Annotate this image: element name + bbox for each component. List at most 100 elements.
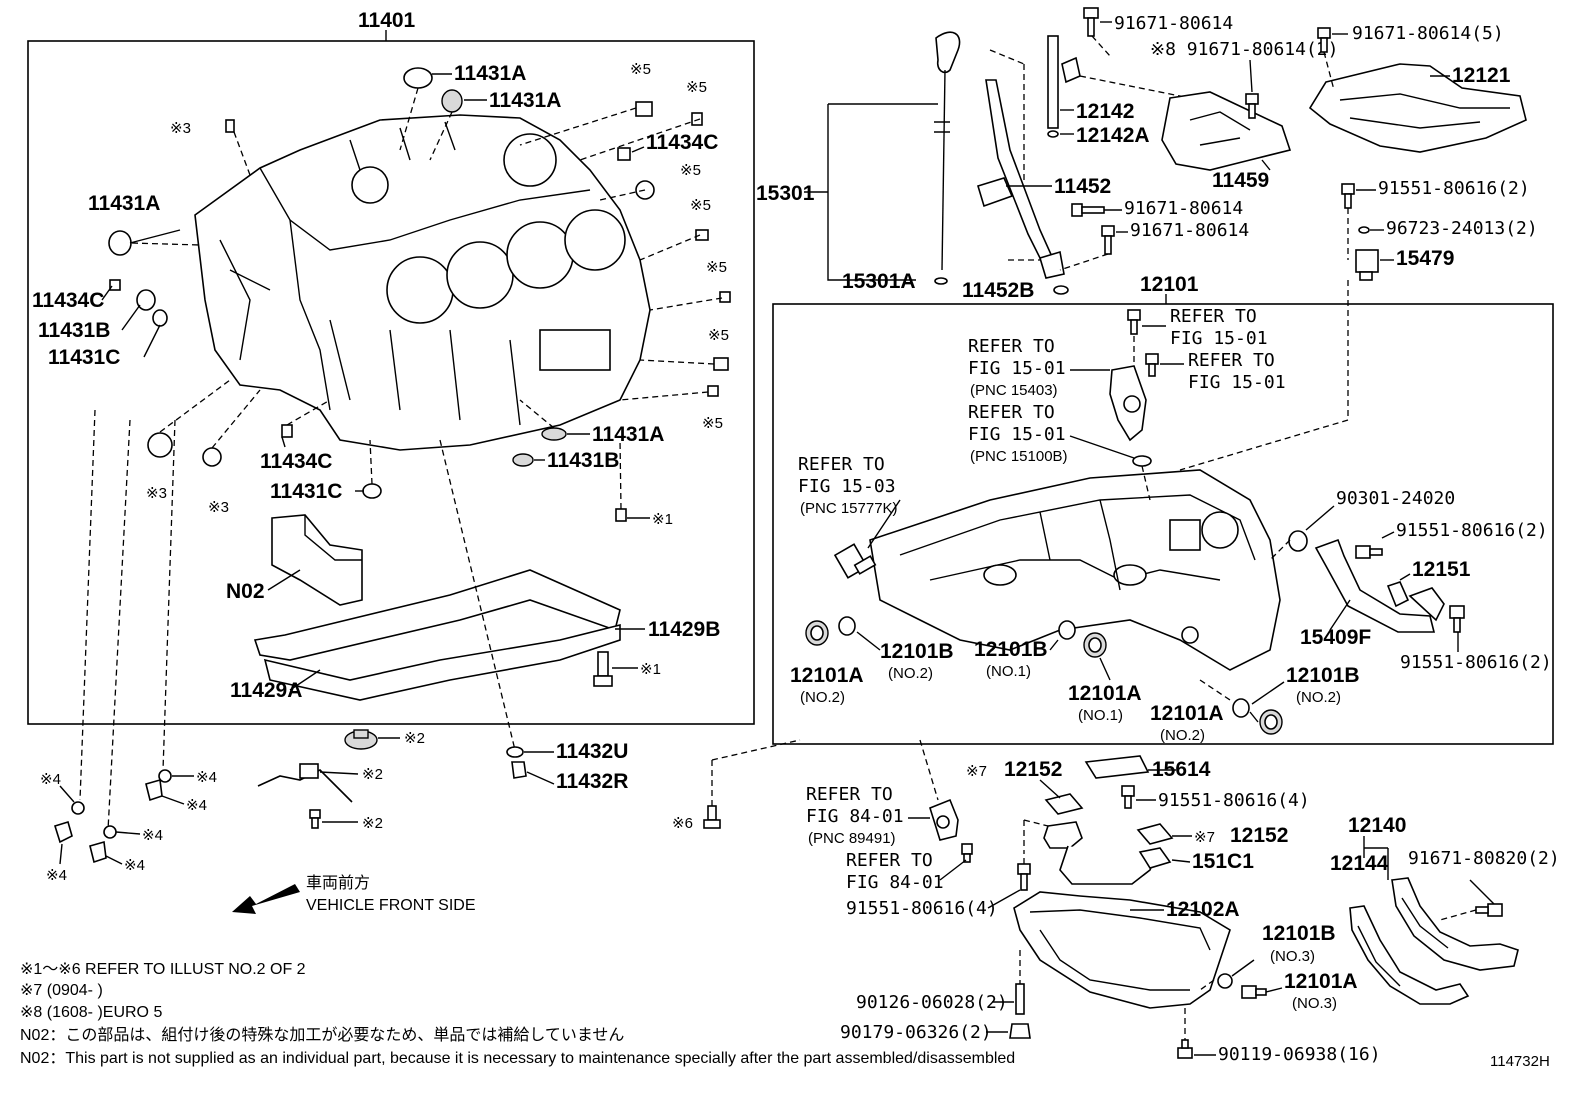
nut-s4-a[interactable] [53, 820, 73, 844]
label-91551-80616-b[interactable]: 91551-80616(2) [1396, 520, 1548, 541]
bolt-91671-guide-b[interactable] [1101, 225, 1115, 255]
bolt-s1-block[interactable] [593, 651, 613, 687]
label-91671-80614-a[interactable]: 91671-80614 [1114, 13, 1233, 34]
baffle-12144[interactable] [1349, 905, 1470, 1005]
plug-11431C-left[interactable] [152, 309, 168, 327]
plug-s5-g[interactable] [707, 385, 719, 397]
label-11452[interactable]: 11452 [1054, 175, 1111, 198]
plate-12121[interactable] [1308, 63, 1527, 153]
bolt-91671-guide-a[interactable] [1071, 203, 1105, 217]
label-N02[interactable]: N02 [226, 580, 265, 603]
label-12102A[interactable]: 12102A [1166, 898, 1240, 921]
plug-12101A-no2-a[interactable] [805, 620, 829, 646]
label-91671-80614-b[interactable]: 91671-80614 [1124, 198, 1243, 219]
nut-s4-b[interactable] [145, 778, 163, 802]
label-12151[interactable]: 12151 [1412, 558, 1471, 581]
plug-11431C-bottom[interactable] [362, 483, 382, 499]
plug-s5-d[interactable] [695, 229, 709, 241]
label-90301-24020[interactable]: 90301-24020 [1336, 488, 1455, 509]
label-12121[interactable]: 12121 [1452, 64, 1511, 87]
oil-level-sensor-ref[interactable] [929, 798, 959, 841]
stud-90126[interactable] [1015, 983, 1025, 1015]
label-90126-06028[interactable]: 90126-06028(2) [856, 992, 1008, 1013]
label-11432R[interactable]: 11432R [556, 770, 628, 793]
bolt-91551-hose-b[interactable] [1449, 605, 1465, 633]
gasket-11432U[interactable] [506, 746, 524, 758]
gasket-12151[interactable] [1386, 581, 1410, 608]
label-91551-80616-a[interactable]: 91551-80616(2) [1378, 178, 1530, 199]
oring-96723[interactable] [1358, 226, 1370, 234]
label-12101[interactable]: 12101 [1140, 273, 1199, 296]
dipstick-guide-11452[interactable] [977, 79, 1065, 279]
label-91551-80616-c[interactable]: 91551-80616(2) [1400, 652, 1552, 673]
label-12142[interactable]: 12142 [1076, 100, 1134, 123]
label-12101B-3[interactable]: 12101B [1286, 664, 1360, 687]
nut-s4-c[interactable] [89, 840, 107, 864]
sensor-15479[interactable] [1355, 249, 1379, 281]
seal-11431A[interactable] [441, 89, 463, 113]
oring-11452B[interactable] [1053, 285, 1069, 295]
plug-12101A-no3[interactable] [1241, 985, 1267, 999]
dipstick-15301A[interactable] [934, 31, 961, 285]
label-90179-06326[interactable]: 90179-06326(2) [840, 1022, 992, 1043]
bolt-ref-84-01[interactable] [961, 843, 973, 863]
gasket-90301[interactable] [1288, 530, 1308, 552]
bolt-90119[interactable] [1177, 1039, 1193, 1059]
label-15614[interactable]: 15614 [1152, 758, 1211, 781]
plug-12101A-no1[interactable] [1083, 632, 1107, 658]
label-11429A[interactable]: 11429A [230, 679, 302, 702]
label-12101B-2[interactable]: 12101B [974, 638, 1048, 661]
label-12101A-2[interactable]: 12101A [1068, 682, 1142, 705]
label-11434C-a[interactable]: 11434C [646, 131, 718, 154]
oil-valve-ref-15777K[interactable] [833, 543, 877, 579]
plug-12101A-no2-b[interactable] [1259, 709, 1283, 735]
insulator-11459[interactable] [1161, 91, 1292, 171]
plug-11432R[interactable] [511, 761, 527, 779]
seal-11431A-left[interactable] [108, 230, 132, 256]
label-11431B-a[interactable]: 11431B [38, 319, 110, 342]
grommet-s2[interactable] [344, 729, 378, 750]
plug-11431B-left[interactable] [136, 289, 156, 311]
plug-s3-right[interactable] [202, 447, 222, 467]
plug-11431A-top[interactable] [403, 67, 433, 89]
plug-s5-a[interactable] [635, 101, 653, 117]
label-151C1[interactable]: 151C1 [1192, 850, 1254, 873]
bolt-91671-80820[interactable] [1475, 903, 1503, 917]
plug-s5-f[interactable] [713, 357, 729, 371]
label-12101B-1[interactable]: 12101B [880, 640, 954, 663]
pin-11434C-bottom[interactable] [281, 424, 293, 438]
bolt-91551-15614[interactable] [1121, 785, 1135, 809]
washer-s4-a[interactable] [71, 801, 85, 815]
bolt-s2[interactable] [309, 809, 321, 829]
label-11431C-a[interactable]: 11431C [48, 346, 120, 369]
bolt-91551-top[interactable] [1341, 183, 1355, 209]
label-91551-80616-d[interactable]: 91551-80616(4) [1158, 790, 1310, 811]
gasket-12101B-no3[interactable] [1217, 973, 1233, 989]
gasket-12152-b[interactable] [1136, 823, 1174, 845]
bolt-s6[interactable] [703, 805, 721, 829]
label-91671-80614-c[interactable]: 91671-80614 [1130, 220, 1249, 241]
label-12101A-3[interactable]: 12101A [1150, 702, 1224, 725]
bolt-91551-lower-pan[interactable] [1017, 863, 1031, 891]
plug-11431A-bottom[interactable] [541, 427, 567, 441]
label-12144[interactable]: 12144 [1330, 852, 1389, 875]
nut-90179[interactable] [1009, 1023, 1031, 1039]
bolt-91671-top[interactable] [1083, 7, 1099, 37]
label-96723-24013[interactable]: 96723-24013(2) [1386, 218, 1538, 239]
baffle-12140[interactable] [1391, 877, 1519, 971]
label-11431A-c[interactable]: 11431A [88, 192, 160, 215]
gasket-12101B-no2-b[interactable] [1232, 698, 1250, 718]
label-11434C-b[interactable]: 11434C [32, 289, 104, 312]
oil-pan-12101[interactable] [869, 469, 1281, 671]
label-12142A[interactable]: 12142A [1076, 124, 1150, 147]
label-12152-b[interactable]: 12152 [1230, 824, 1288, 847]
bolt-91551-hose-a[interactable] [1355, 545, 1383, 559]
strainer-151C1[interactable] [1043, 821, 1172, 885]
bearing-cap-n02[interactable] [271, 514, 363, 606]
label-91671-80614-2[interactable]: ※8 91671-80614(2) [1150, 39, 1338, 60]
label-91671-80820[interactable]: 91671-80820(2) [1408, 848, 1560, 869]
oring-12142A[interactable] [1047, 130, 1059, 138]
gasket-12101B-no2-a[interactable] [838, 616, 856, 636]
plug-s3-left[interactable] [147, 432, 173, 458]
label-11431B-b[interactable]: 11431B [547, 449, 619, 472]
